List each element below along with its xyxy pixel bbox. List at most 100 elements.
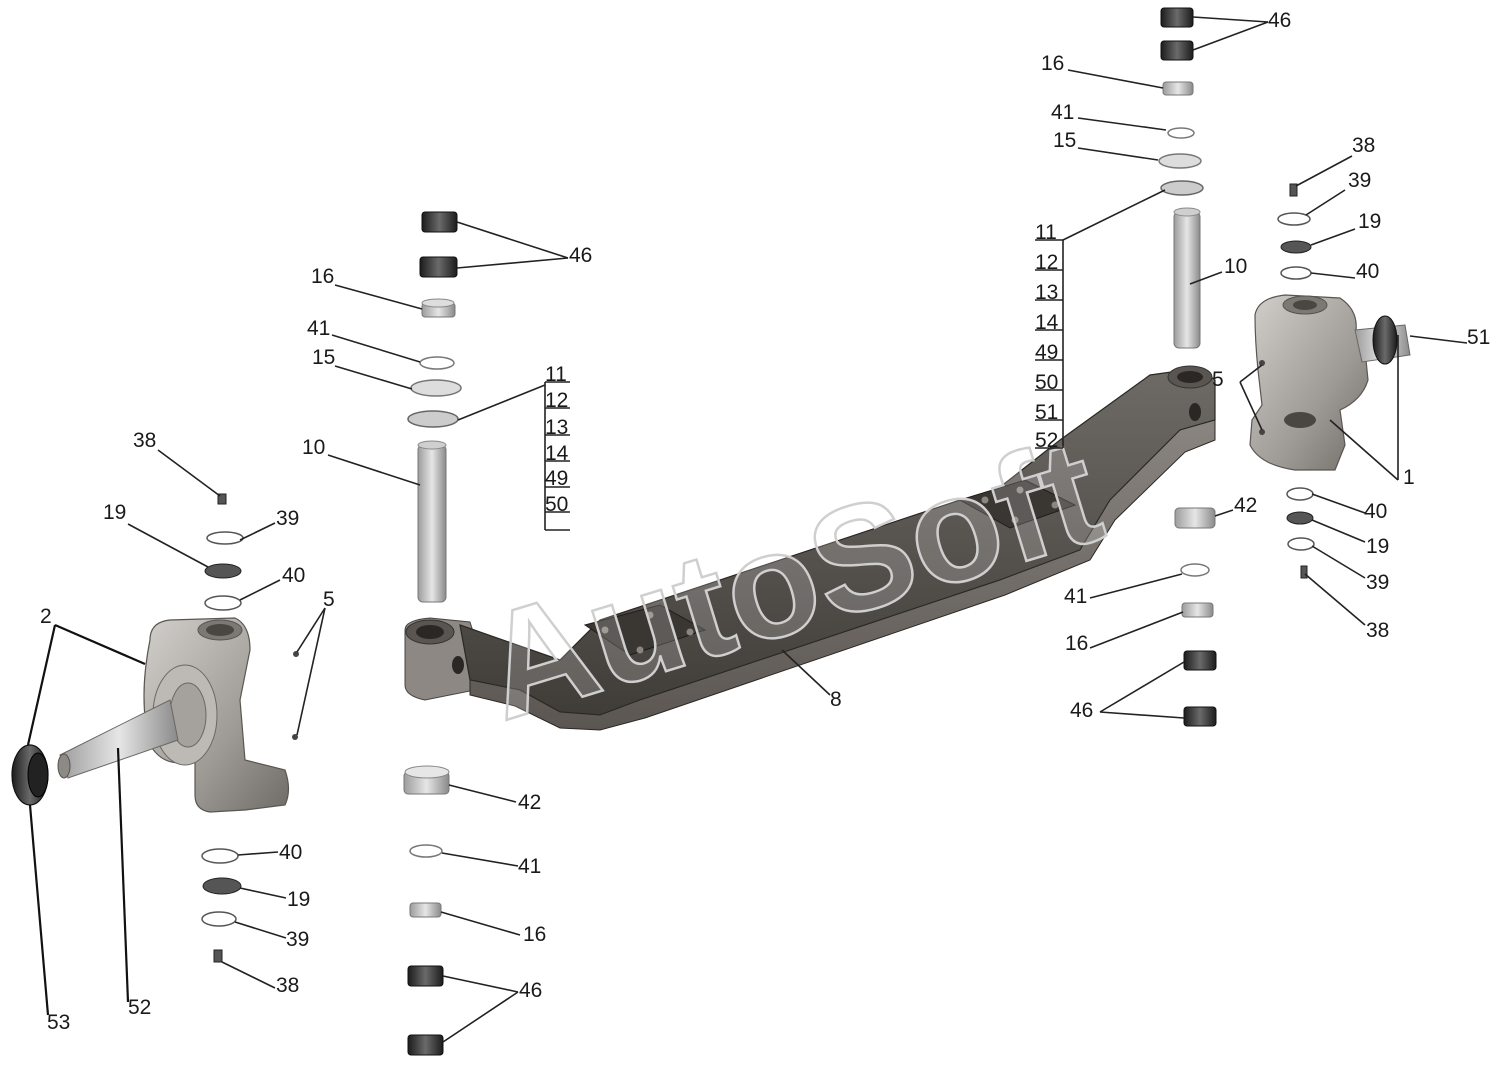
left-needle-bearing-lower bbox=[407, 965, 444, 1056]
right-needle-bearing-lower bbox=[1183, 650, 1217, 727]
left-bushing-16-bottom bbox=[409, 902, 442, 918]
label-19-right-bottom: 19 bbox=[1366, 535, 1389, 558]
left-cap-19-bottom bbox=[202, 877, 242, 895]
label-1: 1 bbox=[1403, 466, 1415, 489]
label-41-right-bottom: 41 bbox=[1064, 585, 1087, 608]
label-46-left-bottom: 46 bbox=[519, 979, 542, 1002]
left-thrust-bearing-42 bbox=[403, 765, 450, 795]
label-10-right: 10 bbox=[1224, 255, 1247, 278]
right-grease-fitting-38-top bbox=[1289, 183, 1298, 197]
left-seal-40-bottom bbox=[201, 848, 239, 864]
label-40-left-bottom: 40 bbox=[279, 841, 302, 864]
label-19-right-top: 19 bbox=[1358, 210, 1381, 233]
label-39-left-top: 39 bbox=[276, 507, 299, 530]
right-thrust-bearing-42 bbox=[1174, 507, 1216, 529]
label-42-left: 42 bbox=[518, 791, 541, 814]
right-cap-19-top bbox=[1280, 240, 1312, 254]
label-10-left: 10 bbox=[302, 436, 325, 459]
callout-labels: 46 16 41 15 10 11 12 13 14 49 50 42 41 1… bbox=[40, 9, 1490, 1034]
label-2: 2 bbox=[40, 605, 52, 628]
left-seal-40-top bbox=[204, 595, 242, 611]
label-38-left-top: 38 bbox=[133, 429, 156, 452]
label-5-left: 5 bbox=[323, 588, 335, 611]
right-king-pin bbox=[1173, 207, 1201, 349]
label-16-left-bottom: 16 bbox=[523, 923, 546, 946]
label-40-right-top: 40 bbox=[1356, 260, 1379, 283]
label-41-left-top: 41 bbox=[307, 317, 330, 340]
label-49-right: 49 bbox=[1035, 341, 1058, 364]
left-grease-fitting-38-top bbox=[217, 493, 227, 505]
label-40-left-top: 40 bbox=[282, 564, 305, 587]
right-seal-40-bottom bbox=[1286, 487, 1314, 501]
left-steering-knuckle bbox=[57, 617, 290, 813]
right-bolt-5 bbox=[1259, 360, 1265, 435]
right-snap-ring-39-top bbox=[1277, 212, 1311, 226]
axle-beam bbox=[404, 365, 1216, 731]
right-shim-11 bbox=[1160, 180, 1204, 196]
label-15-right: 15 bbox=[1053, 129, 1076, 152]
label-8: 8 bbox=[830, 688, 842, 711]
label-11-left: 11 bbox=[545, 363, 567, 386]
left-needle-bearing-upper bbox=[419, 211, 458, 278]
left-snap-ring-39-bottom bbox=[201, 911, 237, 927]
left-o-ring-41-top bbox=[419, 356, 455, 370]
right-needle-bearing-upper bbox=[1160, 7, 1194, 61]
label-39-left-bottom: 39 bbox=[286, 928, 309, 951]
left-snap-ring-39-top bbox=[206, 531, 244, 545]
label-38-right-top: 38 bbox=[1352, 134, 1375, 157]
label-41-left-bottom: 41 bbox=[518, 855, 541, 878]
label-11-right: 11 bbox=[1035, 221, 1057, 244]
label-38-left-bottom: 38 bbox=[276, 974, 299, 997]
label-46-right-top: 46 bbox=[1268, 9, 1291, 32]
left-bolt-5 bbox=[292, 651, 299, 740]
label-13-right: 13 bbox=[1035, 281, 1058, 304]
label-40-right-bottom: 40 bbox=[1364, 500, 1387, 523]
label-19-left-top: 19 bbox=[103, 501, 126, 524]
label-51-right-list: 51 bbox=[1035, 401, 1058, 424]
label-39-right-top: 39 bbox=[1348, 169, 1371, 192]
label-12-left: 12 bbox=[545, 389, 568, 412]
leader-lines bbox=[26, 16, 1468, 1043]
label-42-right: 42 bbox=[1234, 494, 1257, 517]
left-o-ring-41-bottom bbox=[409, 844, 443, 858]
label-15-left: 15 bbox=[312, 346, 335, 369]
label-50-left: 50 bbox=[545, 493, 568, 516]
left-cap-19-top bbox=[204, 563, 242, 579]
right-seal-40-top bbox=[1280, 266, 1312, 280]
label-41-right-top: 41 bbox=[1051, 101, 1074, 124]
left-washer-15 bbox=[410, 379, 462, 397]
label-53: 53 bbox=[47, 1011, 70, 1034]
label-38-right-bottom: 38 bbox=[1366, 619, 1389, 642]
right-washer-15 bbox=[1158, 153, 1202, 169]
label-50-right: 50 bbox=[1035, 371, 1058, 394]
left-shim-11 bbox=[407, 410, 459, 428]
label-49-left: 49 bbox=[545, 467, 568, 490]
label-5-right: 5 bbox=[1212, 368, 1224, 391]
right-hub-seal-ring bbox=[1372, 315, 1398, 365]
label-12-right: 12 bbox=[1035, 251, 1058, 274]
label-14-right: 14 bbox=[1035, 311, 1059, 334]
label-46-left-top: 46 bbox=[569, 244, 592, 267]
right-o-ring-41-bottom bbox=[1180, 563, 1210, 577]
label-51-right: 51 bbox=[1467, 326, 1490, 349]
left-hub-seal-ring bbox=[11, 744, 49, 806]
label-16-right-top: 16 bbox=[1041, 52, 1064, 75]
right-bushing-16-bottom bbox=[1181, 602, 1214, 618]
label-46-right-bottom: 46 bbox=[1070, 699, 1093, 722]
left-grease-fitting-38-bottom bbox=[213, 949, 223, 963]
label-52-left: 52 bbox=[128, 996, 151, 1019]
right-steering-knuckle bbox=[1249, 294, 1411, 471]
label-52-right-list: 52 bbox=[1035, 429, 1058, 452]
label-14-left: 14 bbox=[545, 442, 569, 465]
label-39-right-bottom: 39 bbox=[1366, 571, 1389, 594]
left-king-pin bbox=[417, 440, 447, 603]
left-bushing-16-top bbox=[421, 298, 456, 318]
label-16-right-bottom: 16 bbox=[1065, 632, 1088, 655]
label-13-left: 13 bbox=[545, 416, 568, 439]
right-cap-19-bottom bbox=[1286, 511, 1314, 525]
label-19-left-bottom: 19 bbox=[287, 888, 310, 911]
right-snap-ring-39-bottom bbox=[1287, 537, 1315, 551]
right-grease-fitting-38-bottom bbox=[1300, 565, 1308, 579]
right-o-ring-41-top bbox=[1167, 127, 1195, 139]
